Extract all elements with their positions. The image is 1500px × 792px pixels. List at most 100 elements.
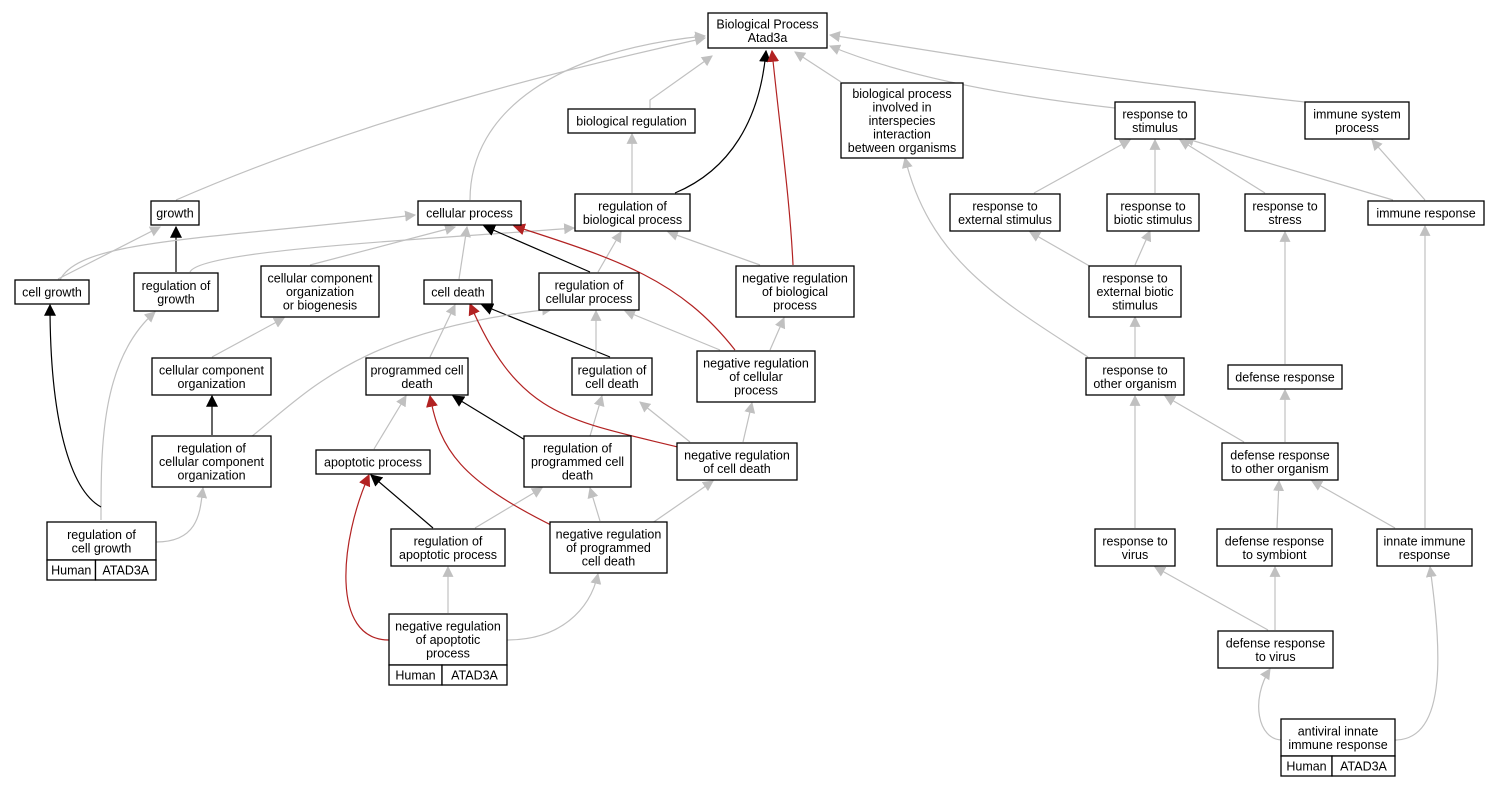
node-label-line: to virus <box>1255 650 1295 664</box>
gene-tag[interactable]: ATAD3A <box>94 559 157 581</box>
is-a-edge <box>482 224 591 273</box>
node-apop[interactable]: apoptotic process <box>315 449 431 475</box>
node-label-line: biological process <box>583 213 682 227</box>
relation-edge <box>458 225 471 280</box>
node-label-line: involved in <box>872 101 931 115</box>
node-box <box>1085 357 1185 396</box>
node-growth[interactable]: growth <box>150 200 200 226</box>
relation-edge <box>666 230 761 266</box>
node-label-line: process <box>1335 121 1379 135</box>
node-label-line: cellular component <box>268 272 373 286</box>
relation-edge <box>644 480 714 529</box>
relation-edge <box>429 304 456 358</box>
gene-tag[interactable]: ATAD3A <box>1331 755 1396 777</box>
negative-regulation-edge <box>345 473 390 641</box>
relation-edge <box>1182 135 1394 201</box>
node-label-line: cell growth <box>72 541 132 555</box>
node-label-line: antiviral innate <box>1298 724 1379 738</box>
node-box <box>1376 528 1473 567</box>
node-cell-growth[interactable]: cell growth <box>14 279 90 305</box>
node-label-line: negative regulation <box>684 448 790 462</box>
relation-edge <box>469 31 707 201</box>
node-label-line: Atad3a <box>748 31 788 45</box>
node-box <box>571 357 653 396</box>
node-cell-proc[interactable]: cellular process <box>417 200 522 226</box>
relation-edge <box>211 317 285 358</box>
relation-edge <box>1179 139 1266 194</box>
node-label-line: interaction <box>873 128 931 142</box>
negative-regulation-edge <box>512 223 736 351</box>
node-def-resp[interactable]: defense response <box>1227 364 1343 390</box>
relation-edge <box>100 311 156 521</box>
gene-tag[interactable]: ATAD3A <box>441 664 508 686</box>
node-label-line: cell death <box>582 555 636 569</box>
node-label-line: process <box>426 647 470 661</box>
node-cell-death[interactable]: cell death <box>423 279 493 305</box>
relation-edge <box>506 572 602 641</box>
tag-label: Human <box>1286 760 1326 774</box>
node-label-line: response to <box>1102 363 1167 377</box>
relation-edge <box>597 231 622 273</box>
node-box <box>538 272 640 311</box>
node-label-line: growth <box>156 207 194 221</box>
node-label-line: biotic stimulus <box>1114 213 1193 227</box>
node-label-line: response <box>1399 548 1450 562</box>
node-box <box>365 357 469 396</box>
species-tag[interactable]: Human <box>46 559 97 581</box>
tag-box <box>441 664 508 686</box>
species-tag[interactable]: Human <box>388 664 443 686</box>
node-label-line: regulation of <box>578 363 647 377</box>
node-label-line: death <box>562 469 593 483</box>
node-label-line: regulation of <box>414 534 483 548</box>
negative-regulation-edge <box>767 49 794 266</box>
relation-edge <box>1311 480 1396 529</box>
node-label-line: response to <box>972 199 1037 213</box>
node-label-line: organization <box>177 469 245 483</box>
node-label-line: response to <box>1120 199 1185 213</box>
node-bioreg[interactable]: biological regulation <box>567 108 696 134</box>
is-a-edge <box>44 303 102 508</box>
node-label-line: programmed cell <box>531 455 624 469</box>
node-box <box>388 613 508 666</box>
node-label-line: organization <box>286 285 354 299</box>
negative-regulation-edge <box>426 394 556 528</box>
node-label-line: to symbiont <box>1243 548 1307 562</box>
species-tag[interactable]: Human <box>1280 755 1333 777</box>
relation-edge <box>639 401 691 443</box>
node-label-line: apoptotic process <box>324 456 422 470</box>
relation-edge <box>1371 139 1426 201</box>
node-imm-resp[interactable]: immune response <box>1367 200 1485 226</box>
